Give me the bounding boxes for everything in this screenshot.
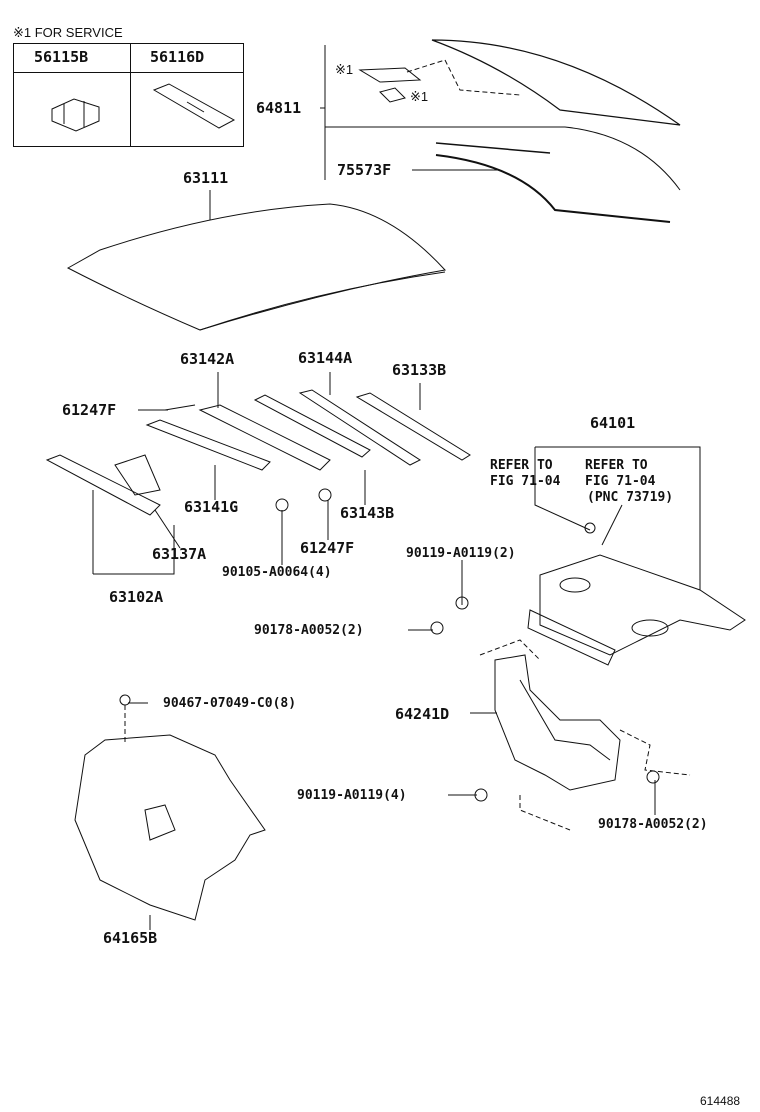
part-label-75573f: 75573F — [337, 161, 392, 179]
refer-line: (PNC 73719) — [587, 490, 674, 505]
service-mark: ※1 — [335, 62, 354, 77]
service-parts-box — [13, 43, 244, 147]
service-header-row — [14, 44, 243, 73]
part-label-64165b: 64165B — [103, 929, 158, 947]
roof-reinforcements — [45, 389, 471, 516]
silencer-pad — [74, 705, 266, 921]
part-label-63133b: 63133B — [392, 361, 447, 379]
part-label-61247f: 61247F — [62, 401, 117, 419]
side-bracket — [479, 639, 691, 831]
part-label-63141g: 63141G — [184, 498, 239, 516]
service-note: ※1 FOR SERVICE — [13, 25, 123, 40]
part-label-63142a: 63142A — [180, 350, 235, 368]
clip-part-drawing — [152, 83, 236, 129]
package-tray — [527, 554, 746, 666]
part-label-90467-07049: 90467-07049-C0(8) — [163, 696, 297, 711]
rear-window-glass — [324, 39, 681, 223]
fasteners — [119, 488, 660, 802]
part-label-63144a: 63144A — [298, 349, 353, 367]
bracket-part-drawing — [51, 98, 100, 132]
part-label-90105-a0064: 90105-A0064(4) — [222, 565, 332, 580]
leader-lines — [92, 107, 701, 930]
figure-id: 614488 — [700, 1094, 741, 1108]
roof-panel — [66, 203, 446, 331]
part-label-64101: 64101 — [590, 414, 636, 432]
part-label-61247f: 61247F — [300, 539, 355, 557]
part-label-56116d: 56116D — [150, 48, 205, 66]
refer-line: REFER TO — [585, 458, 648, 473]
part-label-90178-a0052: 90178-A0052(2) — [598, 817, 708, 832]
part-label-64811: 64811 — [256, 99, 302, 117]
refer-line: FIG 71-04 — [585, 474, 656, 489]
part-label-90178-a0052: 90178-A0052(2) — [254, 623, 364, 638]
refer-line: FIG 71-04 — [490, 474, 561, 489]
part-label-90119-a0119: 90119-A0119(2) — [406, 546, 516, 561]
service-mark: ※1 — [410, 89, 429, 104]
part-label-63143b: 63143B — [340, 504, 395, 522]
refer-line: REFER TO — [490, 458, 553, 473]
part-label-56115b: 56115B — [34, 48, 89, 66]
part-label-63137a: 63137A — [152, 545, 207, 563]
part-label-90119-a0119: 90119-A0119(4) — [297, 788, 407, 803]
part-label-63111: 63111 — [183, 169, 229, 187]
part-label-63102a: 63102A — [109, 588, 164, 606]
part-label-64241d: 64241D — [395, 705, 450, 723]
service-divider — [130, 44, 131, 146]
